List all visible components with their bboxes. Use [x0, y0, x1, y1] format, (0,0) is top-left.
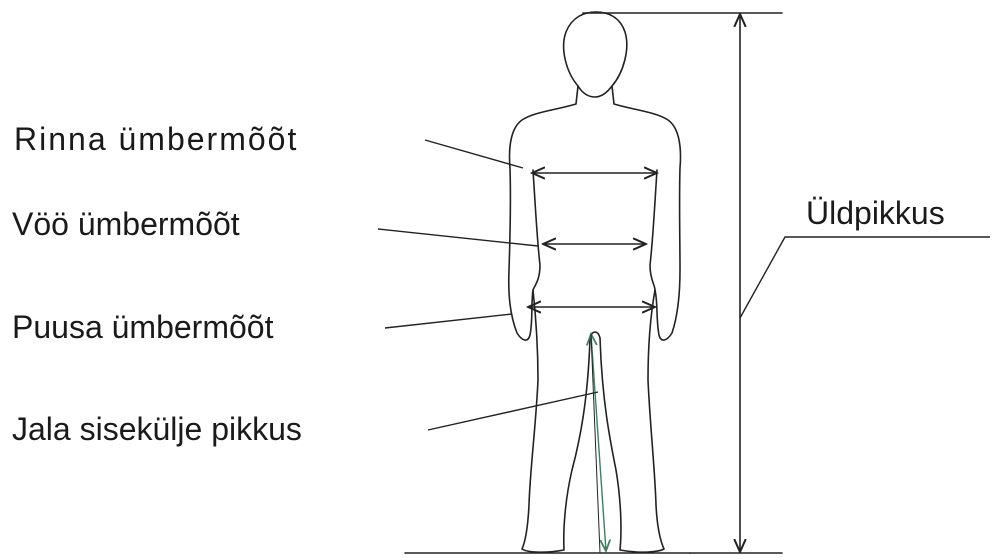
chest-label: Rinna ümbermõõt — [14, 121, 298, 157]
waist-leader-line — [378, 229, 538, 246]
hip-label: Puusa ümbermõõt — [12, 309, 274, 345]
right-arm-inner — [650, 170, 657, 290]
chest-leader-line — [425, 140, 523, 168]
human-figure — [509, 12, 681, 552]
total-height-label: Üldpikkus — [806, 195, 945, 231]
body-outline — [509, 86, 681, 552]
head-outline — [564, 12, 627, 97]
left-arm-inner — [533, 170, 540, 290]
height-leader-line — [740, 237, 990, 318]
hip-leader-line — [385, 314, 512, 328]
inseam-leader-line — [428, 392, 598, 430]
waist-label: Vöö ümbermõõt — [12, 206, 240, 242]
inseam-label: Jala sisekülje pikkus — [12, 411, 302, 447]
